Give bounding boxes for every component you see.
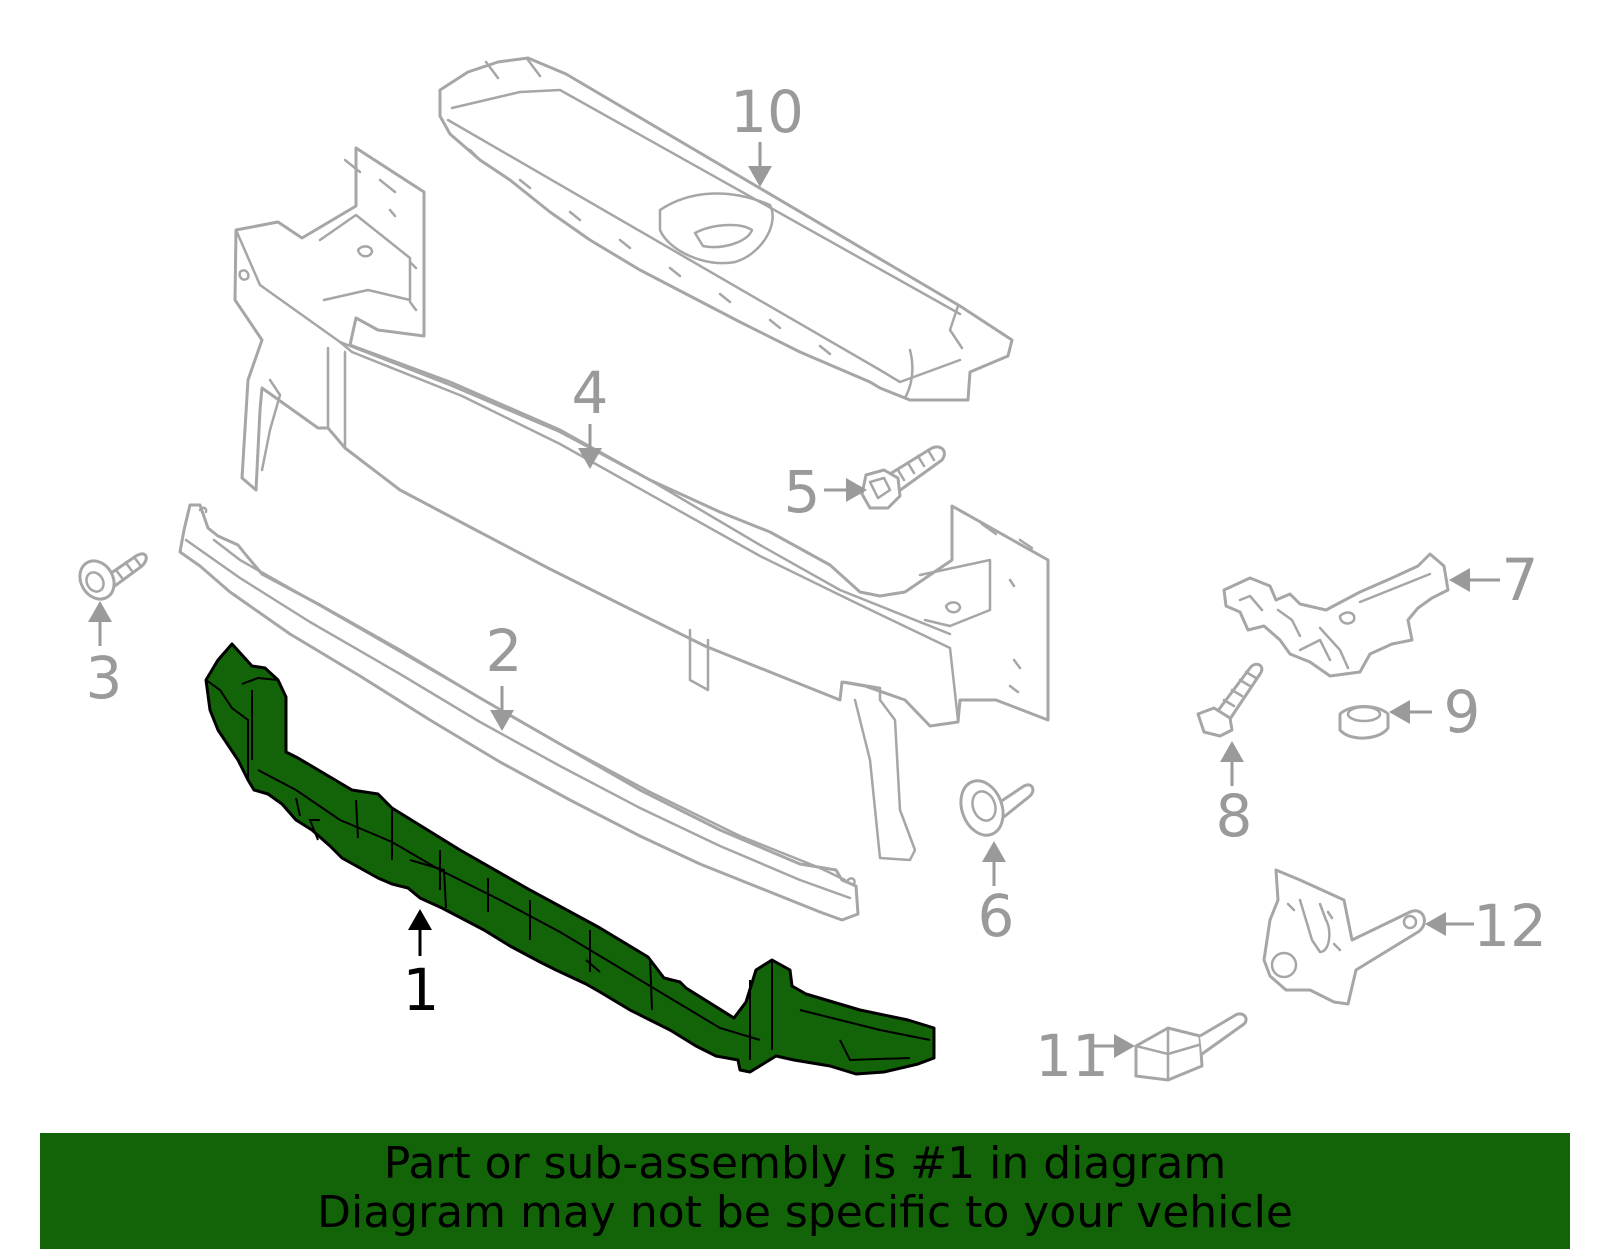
leader-lines (88, 142, 1500, 1058)
part-10-air-deflector (438, 56, 1014, 402)
part-5-bolt (860, 445, 946, 510)
callout-5: 5 (784, 458, 821, 526)
callout-4: 4 (572, 359, 609, 427)
callout-8: 8 (1216, 782, 1253, 850)
part-6-bolt (959, 779, 1035, 837)
callout-11: 11 (1035, 1022, 1109, 1090)
callout-1: 1 (403, 956, 440, 1024)
callout-3: 3 (86, 644, 123, 712)
callout-12: 12 (1473, 892, 1547, 960)
part-1-energy-absorber-highlighted (204, 642, 936, 1076)
part-9-nut (1338, 705, 1390, 740)
part-4-bumper-reinforcement (233, 146, 1050, 862)
part-7-bracket (1222, 552, 1450, 678)
callout-7: 7 (1502, 546, 1539, 614)
callout-2: 2 (486, 617, 523, 685)
part-3-bolt (78, 552, 148, 601)
part-2-bumper-strip (178, 503, 860, 922)
info-banner: Part or sub-assembly is #1 in diagram Di… (40, 1133, 1570, 1249)
part-11-clip (1134, 1012, 1248, 1082)
part-12-bracket (1262, 868, 1426, 1006)
part-8-screw (1196, 662, 1264, 738)
banner-line-1: Part or sub-assembly is #1 in diagram (383, 1138, 1227, 1189)
callout-6: 6 (978, 882, 1015, 950)
banner-line-2: Diagram may not be specific to your vehi… (317, 1187, 1293, 1238)
callout-9: 9 (1444, 678, 1481, 746)
callout-10: 10 (730, 78, 804, 146)
